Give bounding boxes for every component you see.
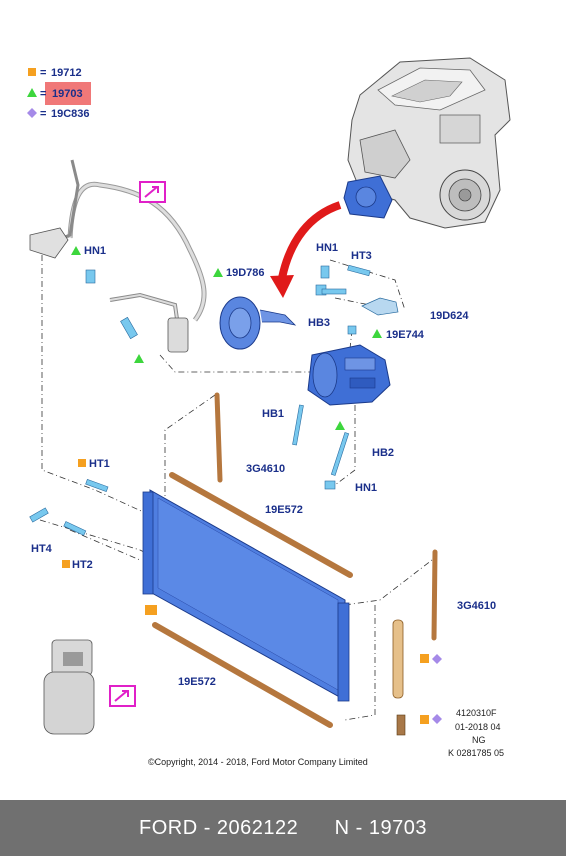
label-hn1: HN1 — [316, 242, 338, 254]
condenser-square-icon — [145, 605, 157, 615]
footer-part: N - 19703 — [334, 816, 427, 839]
red-arrowhead — [270, 275, 294, 298]
fasteners — [29, 264, 399, 536]
label-ht1: HT1 — [89, 458, 110, 470]
legend-eq: = — [40, 88, 46, 100]
parts-diagram: = 19712 = 19703 = 19C836 — [27, 57, 511, 767]
legend-code-19703: 19703 — [52, 88, 83, 100]
label-3g4610: 3G4610 — [246, 463, 285, 475]
label-19e572: 19E572 — [178, 676, 216, 688]
label-hb1: HB1 — [262, 408, 284, 420]
label-hb2: HB2 — [372, 447, 394, 459]
meta-line: K 0281785 05 — [448, 748, 504, 758]
footer-brand: FORD - 2062122 — [139, 816, 299, 839]
legend-triangle-icon — [27, 88, 37, 97]
label-19e572: 19E572 — [265, 504, 303, 516]
red-arrow — [278, 201, 342, 279]
meta-line: NG — [472, 735, 486, 745]
legend-square-icon — [28, 68, 36, 76]
ac-compressor — [307, 344, 391, 406]
legend-eq: = — [40, 108, 46, 120]
seal-strips — [152, 392, 438, 728]
legend: = 19712 = 19703 = 19C836 — [27, 67, 91, 120]
receiver-drier — [392, 619, 442, 736]
copyright-text: ©Copyright, 2014 - 2018, Ford Motor Comp… — [148, 757, 368, 767]
label-hn1: HN1 — [355, 482, 377, 494]
footer-spacer — [298, 817, 334, 840]
label-hn1: HN1 — [84, 245, 106, 257]
refrigerant-lines — [29, 159, 207, 353]
legend-code-19712: 19712 — [51, 67, 82, 79]
label-19d624: 19D624 — [430, 310, 469, 322]
legend-code-19c836: 19C836 — [51, 108, 90, 120]
label-ht3: HT3 — [351, 250, 372, 262]
label-3g4610: 3G4610 — [457, 600, 496, 612]
refrigerant-cylinder — [43, 639, 136, 735]
engine-illustration — [343, 57, 511, 229]
legend-highlight — [45, 82, 91, 105]
clutch-19d786 — [219, 296, 297, 350]
label-hb3: HB3 — [308, 317, 330, 329]
note-icon — [139, 181, 166, 203]
meta-line: 4120310F — [456, 708, 497, 718]
label-ht2: HT2 — [72, 559, 93, 571]
legend-eq: = — [40, 67, 46, 79]
condenser-19712 — [142, 489, 350, 702]
meta-line: 01-2018 04 — [455, 722, 501, 732]
legend-diamond-icon — [27, 108, 37, 118]
markers — [62, 246, 382, 568]
label-19d786: 19D786 — [226, 267, 265, 279]
label-19e744: 19E744 — [386, 329, 425, 341]
footer-bar: FORD - 2062122 N - 19703 — [0, 800, 566, 856]
label-ht4: HT4 — [31, 543, 53, 555]
